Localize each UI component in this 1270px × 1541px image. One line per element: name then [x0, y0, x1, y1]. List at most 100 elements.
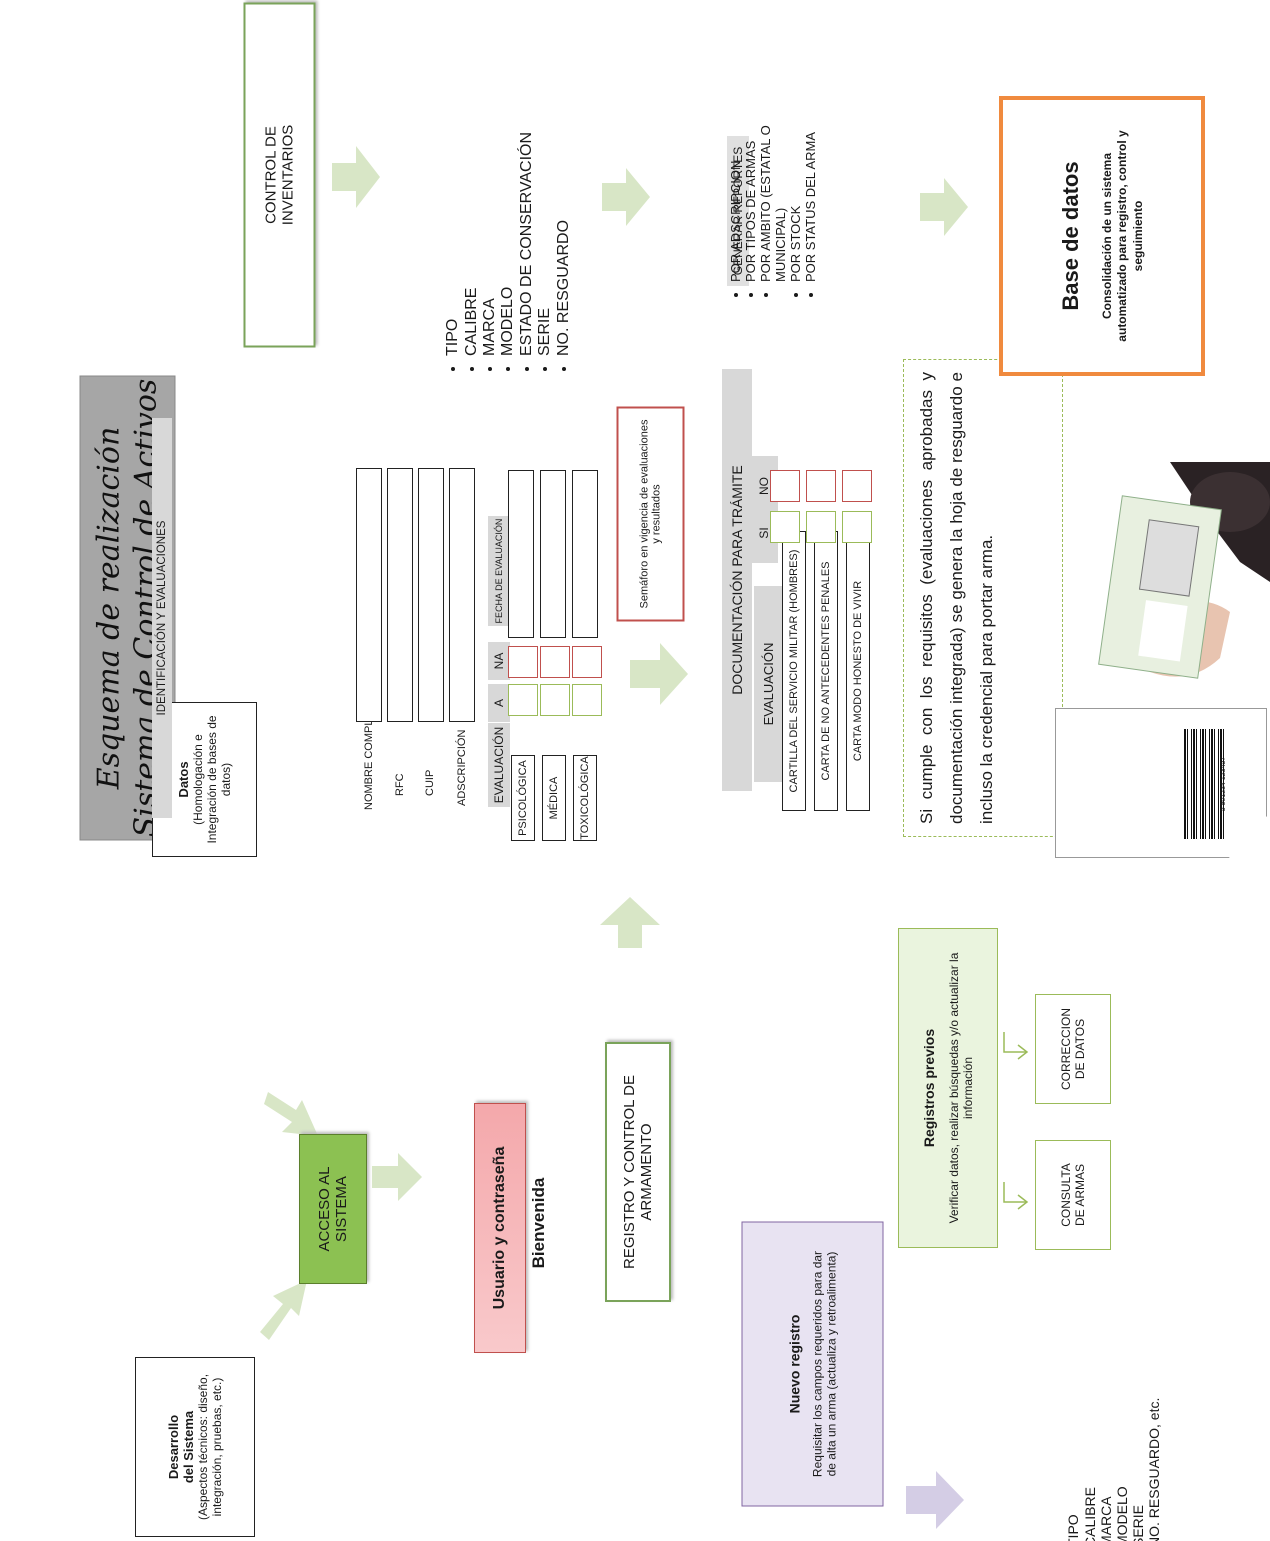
credential-hand-illustration: [1080, 462, 1270, 686]
fecha-box-toxicologica: [572, 470, 598, 638]
check-na-toxicologica: [572, 646, 602, 678]
reportes-item: POR STOCK: [788, 52, 804, 282]
control-inventarios-label: CONTROL DE INVENTARIOS: [262, 124, 297, 226]
desarrollo-box: Desarrollo del Sistema (Aspectos técnico…: [135, 1357, 255, 1537]
fecha-box-medica: [540, 470, 566, 638]
nuevo-item: MARCA: [1098, 1398, 1114, 1541]
check-si-modo-honesto: [842, 511, 872, 543]
field-box-adscripcion: [449, 468, 475, 722]
datos-body: (Homologación e Integración de bases de …: [191, 715, 233, 844]
eval-row-medica: MÉDICA: [542, 755, 566, 841]
barcode-document: 5 901234 123457: [1055, 708, 1267, 858]
arrow-nuevo-to-list: [906, 1471, 964, 1529]
inventarios-item: ESTADO DE CONSERVACIÓN: [518, 132, 536, 356]
identificacion-header: IDENTIFICACIÓN Y EVALUACIONES: [152, 418, 172, 818]
doc-row-modo-honesto: CARTA MODO HONESTO DE VIVIR: [846, 531, 870, 811]
base-datos-body: Consolidación de un sistema automatizado…: [1099, 130, 1145, 342]
inventarios-bullets: TIPO CALIBRE MARCA MODELO ESTADO DE CONS…: [444, 132, 573, 376]
desarrollo-heading-1: Desarrollo: [166, 1414, 181, 1480]
col-a-header: A: [488, 684, 510, 722]
nuevo-registro-heading: Nuevo registro: [786, 1314, 803, 1414]
title-line-1: Esquema de realización: [91, 426, 126, 790]
hand-icon: [1098, 462, 1270, 679]
arrow-acceso-to-usuario: [372, 1153, 422, 1201]
field-box-nombre: [356, 468, 382, 722]
check-no-cartilla: [770, 470, 800, 502]
eval-row-toxicologica: TOXICOLÓGICA: [573, 755, 597, 841]
field-box-rfc: [387, 468, 413, 722]
eval-header-cell: EVALUACIÓN: [488, 723, 510, 807]
inventarios-item: NO. RESGUARDO: [555, 132, 573, 356]
desarrollo-body: (Aspectos técnicos: diseño, integración,…: [196, 1373, 224, 1521]
arrow-desarrollo-to-acceso: [260, 1280, 307, 1340]
check-a-toxicologica: [572, 684, 602, 716]
cumple-text: Si cumple con los requisitos (evaluacion…: [917, 372, 996, 824]
consulta-label: CONSULTA DE ARMAS: [1059, 1163, 1087, 1227]
nuevo-registro-box: Nuevo registro Requisitar los campos req…: [741, 1221, 884, 1507]
nuevo-item: CALIBRE: [1082, 1398, 1098, 1541]
nuevo-item: MODELO: [1114, 1398, 1130, 1541]
check-a-medica: [540, 684, 570, 716]
nuevo-bullets: TIPO CALIBRE MARCA MODELO SERIE NO. RESG…: [1065, 1398, 1162, 1541]
check-na-medica: [540, 646, 570, 678]
usuario-label: Usuario y contraseña: [491, 1146, 508, 1310]
reportes-item: POR AMBITO (ESTATAL O MUNICIPAL): [758, 52, 789, 282]
inventarios-item: TIPO: [444, 132, 462, 356]
datos-heading: Datos: [176, 761, 191, 798]
arrow-to-documentacion: [630, 643, 688, 705]
desarrollo-heading-2: del Sistema: [181, 1410, 196, 1484]
arrow-to-inventarios-list: [332, 146, 380, 208]
acceso-al-sistema-node: ACCESO AL SISTEMA: [299, 1134, 367, 1284]
doc-row-cartilla: CARTILLA DEL SERVICIO MILITAR (HOMBRES): [782, 531, 806, 811]
check-si-cartilla: [770, 511, 800, 543]
reportes-item: POR ADSCRIPCION: [728, 52, 744, 282]
barcode-number: 5 901234 123457: [1220, 756, 1227, 812]
registro-control-label: REGISTRO Y CONTROL DE ARMAMENTO: [621, 1075, 655, 1269]
eval-row-psicologica: PSICOLÓGICA: [511, 755, 535, 841]
nuevo-item: TIPO: [1065, 1398, 1081, 1541]
reportes-item: POR STATUS DEL ARMA: [803, 52, 819, 282]
cumple-note: Si cumple con los requisitos (evaluacion…: [903, 359, 1063, 837]
arrow-to-base-datos: [920, 178, 968, 236]
check-a-psicologica: [508, 684, 538, 716]
col-fecha-header: FECHA DE EVALUACIÓN: [488, 516, 510, 626]
registros-previos-body: Verificar datos, realizar búsquedas y/o …: [947, 952, 975, 1224]
inventarios-item: CALIBRE: [463, 132, 481, 356]
inventarios-item: SERIE: [536, 132, 554, 356]
documentacion-header: DOCUMENTACIÓN PARA TRÁMITE: [722, 369, 752, 791]
check-no-modo-honesto: [842, 470, 872, 502]
col-na-header: NA: [488, 642, 510, 680]
field-box-cuip: [418, 468, 444, 722]
correccion-label: CORRECCION DE DATOS: [1059, 1007, 1087, 1090]
inventarios-item: MODELO: [499, 132, 517, 356]
nuevo-item: NO. RESGUARDO, etc.: [1146, 1398, 1162, 1541]
check-na-psicologica: [508, 646, 538, 678]
arrow-registro-up: [600, 897, 660, 948]
nuevo-registro-body: Requisitar los campos requeridos para da…: [810, 1250, 839, 1478]
check-si-antecedentes: [806, 511, 836, 543]
check-no-antecedentes: [806, 470, 836, 502]
arrow-datos-to-acceso: [264, 1092, 318, 1136]
correccion-datos-box: CORRECCION DE DATOS: [1035, 994, 1111, 1104]
base-datos-box: Base de datos Consolidación de un sistem…: [999, 96, 1205, 376]
field-label-cuip: CUIP: [424, 769, 436, 796]
inventarios-list: TIPO CALIBRE MARCA MODELO ESTADO DE CONS…: [381, 76, 573, 376]
registros-previos-heading: Registros previos: [921, 1028, 937, 1148]
consulta-armas-box: CONSULTA DE ARMAS: [1035, 1140, 1111, 1250]
registro-control-node: REGISTRO Y CONTROL DE ARMAMENTO: [605, 1042, 671, 1302]
control-inventarios-node: CONTROL DE INVENTARIOS: [243, 2, 316, 348]
field-label-rfc: RFC: [394, 773, 406, 796]
barcode-icon: [1184, 729, 1224, 839]
connector-to-correccion: [1003, 1032, 1029, 1060]
semaforo-box: Semáforo en vigencia de evaluaciones y r…: [616, 406, 685, 622]
nuevo-item: SERIE: [1130, 1398, 1146, 1541]
inventarios-item: MARCA: [481, 132, 499, 356]
semaforo-label: Semáforo en vigencia de evaluaciones y r…: [638, 419, 663, 609]
base-datos-heading: Base de datos: [1057, 161, 1083, 311]
connector-to-consulta: [1003, 1182, 1029, 1210]
arrow-to-reportes: [602, 168, 650, 226]
usuario-contrasena-node: Usuario y contraseña: [474, 1103, 526, 1353]
reportes-list: POR ADSCRIPCION POR TIPOS DE ARMAS POR A…: [701, 52, 819, 302]
bienvenida-label: Bienvenida: [529, 1177, 548, 1269]
